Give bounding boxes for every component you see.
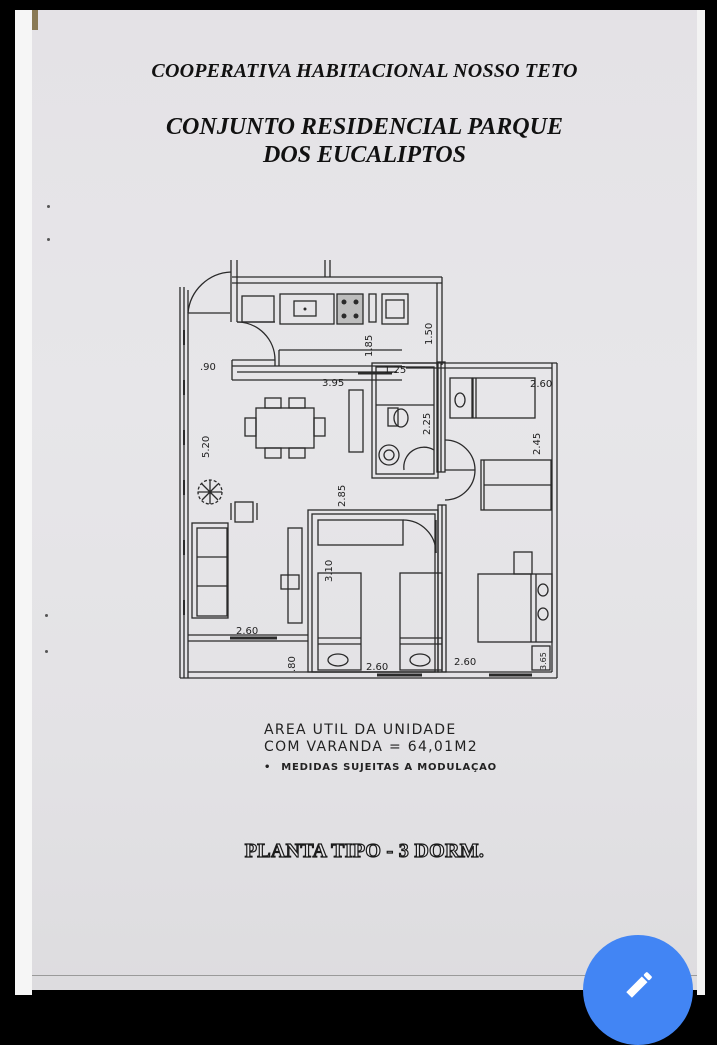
project-title-line2: DOS EUCALIPTOS (263, 142, 466, 168)
margin-dot (47, 238, 50, 241)
margin-dot (45, 614, 48, 617)
dim-bedroom1-width: 2.60 (530, 379, 552, 390)
floor-plan-document: COOPERATIVA HABITACIONAL NOSSO TETO CONJ… (32, 10, 697, 990)
edit-button[interactable] (583, 935, 693, 1045)
dim-entry-width: .90 (200, 362, 216, 373)
dim-bedroom2-depth: 3.10 (324, 560, 335, 582)
dim-bedroom2-width: 2.60 (366, 662, 388, 673)
viewer-margin-right (697, 10, 705, 995)
dim-bedroom1-depth: 2.45 (532, 433, 543, 455)
area-line-2: COM VARANDA = 64,01M2 (264, 739, 478, 755)
floor-plan-drawing: .90 1.85 1.50 1.25 3.95 2.25 2.60 2.45 5… (179, 260, 558, 679)
viewer-margin-left (15, 10, 32, 995)
dim-bath-width: 1.25 (384, 365, 406, 376)
plan-title: PLANTA TIPO - 3 DORM. (244, 839, 485, 862)
dim-living-depth: 5.20 (201, 436, 212, 458)
margin-dot (47, 205, 50, 208)
dim-service-depth: 1.50 (424, 323, 435, 345)
modulation-note: • MEDIDAS SUJEITAS A MODULAÇAO (264, 762, 497, 773)
bullet-icon: • (264, 762, 272, 773)
dim-living-width: 3.95 (322, 378, 344, 389)
paper-corner (32, 10, 38, 30)
area-summary: AREA UTIL DA UNIDADE COM VARANDA = 64,01… (264, 722, 497, 773)
modulation-note-text: MEDIDAS SUJEITAS A MODULAÇAO (281, 762, 497, 773)
project-title: CONJUNTO RESIDENCIAL PARQUE DOS EUCALIPT… (32, 113, 697, 169)
page-edge-line (32, 975, 697, 976)
project-title-line1: CONJUNTO RESIDENCIAL PARQUE (166, 114, 563, 140)
dim-balcony-depth: .80 (287, 656, 298, 672)
dim-kitchen-depth: 1.85 (364, 335, 375, 357)
dim-hall-depth: 2.85 (337, 485, 348, 507)
organization-name: COOPERATIVA HABITACIONAL NOSSO TETO (151, 60, 578, 82)
area-line-1: AREA UTIL DA UNIDADE (264, 722, 457, 738)
pencil-icon (626, 972, 652, 998)
dim-balcony-width: 2.60 (236, 626, 258, 637)
dim-bedroom3-width: 2.60 (454, 657, 476, 668)
dim-closet-depth: 3.65 (539, 652, 548, 670)
dim-bath-depth: 2.25 (422, 413, 433, 435)
margin-dot (45, 650, 48, 653)
